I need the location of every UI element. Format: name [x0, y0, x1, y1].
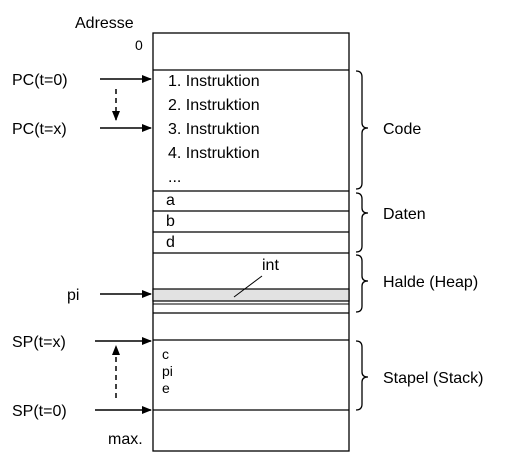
code-brace — [355, 70, 369, 190]
data-segment-label: Daten — [383, 206, 426, 223]
instruction-3: 3. Instruktion — [168, 121, 260, 138]
data-cell-b: b — [166, 213, 175, 230]
data-brace — [355, 192, 369, 253]
instruction-ellipsis: ... — [168, 169, 181, 186]
segment-dividers — [153, 69, 349, 411]
code-segment-label: Code — [383, 121, 421, 138]
heap-segment-label: Halde (Heap) — [383, 274, 478, 291]
pc-t0-label: PC(t=0) — [12, 72, 68, 89]
data-cell-d: d — [166, 234, 175, 251]
heap-brace — [355, 254, 369, 313]
stack-cell-e: e — [162, 380, 170, 396]
max-address-label: max. — [108, 431, 143, 448]
memory-block — [152, 32, 350, 452]
int-leader-line — [233, 275, 263, 298]
sp-tx-label: SP(t=x) — [12, 334, 66, 351]
pc-tx-label: PC(t=x) — [12, 121, 67, 138]
stack-cell-pi: pi — [162, 363, 173, 379]
instruction-1: 1. Instruktion — [168, 73, 260, 90]
data-cell-a: a — [166, 192, 175, 209]
stack-segment-label: Stapel (Stack) — [383, 370, 483, 387]
heap-int-cell — [152, 288, 350, 302]
heap-int-label: int — [262, 257, 279, 274]
stack-cell-c: c — [162, 346, 169, 362]
instruction-2: 2. Instruktion — [168, 97, 260, 114]
instruction-4: 4. Instruktion — [168, 145, 260, 162]
address-header: Adresse — [75, 15, 134, 32]
pi-pointer-label: pi — [67, 287, 79, 304]
address-zero-label: 0 — [135, 37, 143, 53]
stack-brace — [355, 340, 369, 411]
sp-t0-label: SP(t=0) — [12, 403, 67, 420]
